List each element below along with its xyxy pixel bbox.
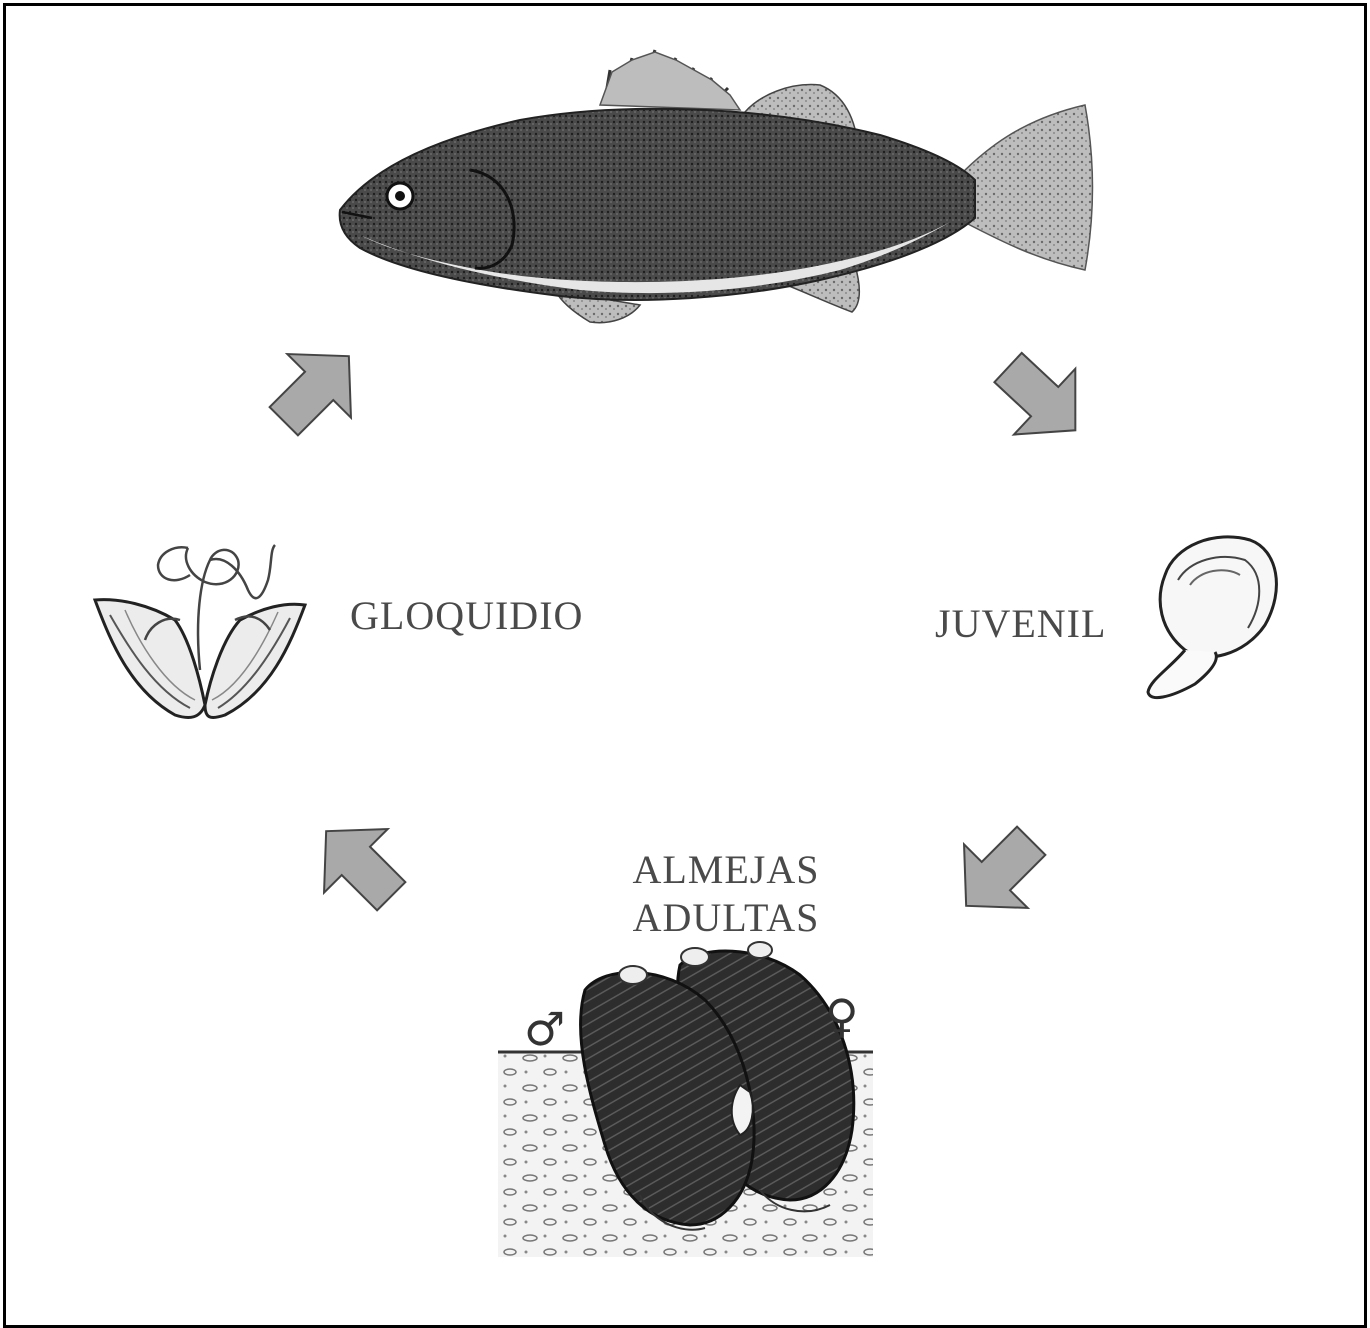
adult-clams-illustration [498, 942, 873, 1257]
fish-body [340, 109, 975, 300]
label-juvenil: JUVENIL [935, 600, 1106, 647]
juvenile-foot [1148, 650, 1216, 698]
glochidium-illustration [95, 545, 305, 718]
male-symbol: ♂ [524, 1002, 565, 1056]
female-symbol: ♀ [825, 989, 859, 1043]
label-gloquidio: GLOQUIDIO [350, 592, 583, 639]
fish-host-illustration [340, 50, 1093, 323]
glochidium-right-valve [205, 604, 305, 717]
label-almejas: ALMEJAS [612, 846, 840, 894]
arrow-gloquidio-to-fish [252, 324, 381, 453]
arrow-fish-to-juvenil [977, 335, 1106, 464]
fish-dorsal-spines [600, 50, 740, 110]
arrow-adultas-to-gloquidio [294, 799, 423, 928]
juvenile-mussel-illustration [1148, 537, 1276, 698]
label-almejas-adultas: ALMEJAS ADULTAS [612, 846, 840, 942]
label-adultas: ADULTAS [612, 894, 840, 942]
fish-tail-fin [960, 105, 1093, 270]
arrow-juvenil-to-adultas [934, 809, 1063, 938]
